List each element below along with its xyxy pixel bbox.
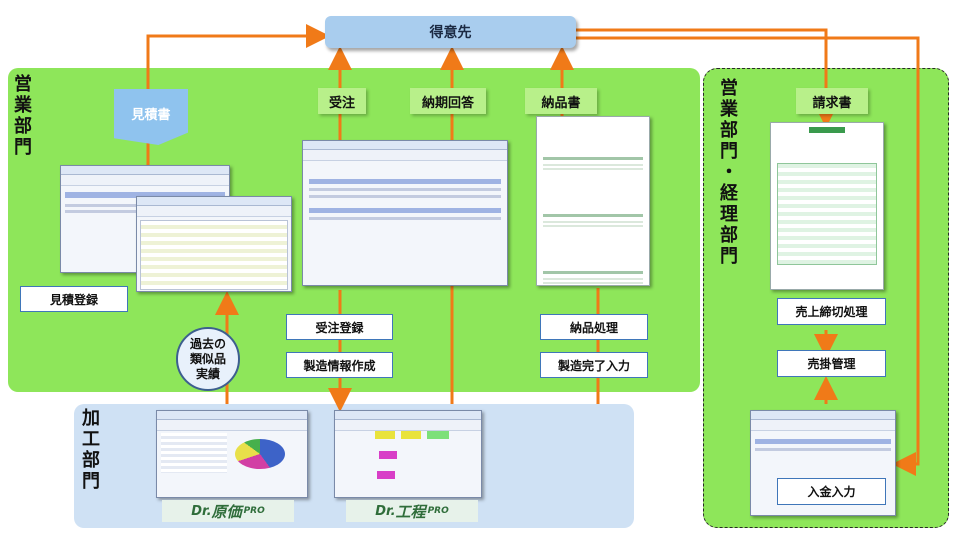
delivery-note-image <box>536 116 650 286</box>
vertical-title-char: 部 <box>82 450 100 471</box>
vertical-title-char: 経 <box>720 183 738 204</box>
order-entry-text: 受注登録 <box>315 320 364 335</box>
vertical-title-char: 門 <box>14 137 32 158</box>
receivables-box: 売掛管理 <box>777 350 886 377</box>
invoice-label-text: 請求書 <box>812 95 852 111</box>
proc-dept-title-text: 加工部門 <box>80 408 102 492</box>
vertical-title-char: 部 <box>720 225 738 246</box>
order-entry-box: 受注登録 <box>286 314 393 340</box>
mfg-complete-box: 製造完了入力 <box>540 352 648 378</box>
mfg-info-box: 製造情報作成 <box>286 352 393 378</box>
vertical-title-char: 業 <box>720 99 738 120</box>
order-entry-screen <box>302 140 508 286</box>
cost-pro-logo: Dr. 原価 PRO <box>162 500 294 522</box>
quote-document: 見積書 <box>114 89 188 145</box>
order-flow-label: 受注 <box>318 88 366 114</box>
vertical-title-char: 営 <box>720 78 738 99</box>
payment-entry-box: 入金入力 <box>777 478 886 505</box>
vertical-title-char: 業 <box>14 95 32 116</box>
past-results-circle: 過去の類似品実績 <box>176 327 240 391</box>
sales-closing-text: 売上締切処理 <box>795 305 868 319</box>
sales-dept-title: 営業部門 <box>12 74 34 158</box>
sales-acct-dept-title: 営業部門・経理部門 <box>718 78 740 267</box>
past-results-text: 過去の類似品実績 <box>189 336 226 381</box>
cost-pro-screen <box>156 410 308 498</box>
vertical-title-char: 門 <box>82 471 100 492</box>
mfg-complete-text: 製造完了入力 <box>557 358 630 373</box>
vertical-title-char: 営 <box>14 74 32 95</box>
vertical-title-char: 門 <box>720 246 738 267</box>
quote-entry-text: 見積登録 <box>49 292 98 307</box>
proc-dept-title: 加工部門 <box>80 408 102 492</box>
process-pro-logo: Dr. 工程 PRO <box>346 500 478 522</box>
delivery-processing-text: 納品処理 <box>569 320 618 335</box>
delivery-reply-label-text: 納期回答 <box>421 95 474 111</box>
sales-acct-dept-title-text: 営業部門・経理部門 <box>718 78 740 267</box>
delivery-processing-box: 納品処理 <box>540 314 648 340</box>
vertical-title-char: 理 <box>720 204 738 225</box>
vertical-title-char: ・ <box>720 162 738 183</box>
vertical-title-char: 加 <box>82 408 100 429</box>
quote-entry-screen-front <box>136 196 292 292</box>
vertical-title-char: 部 <box>14 116 32 137</box>
customer-box: 得意先 <box>325 16 576 48</box>
cost-pro-name: 原価 <box>211 502 242 521</box>
quote-document-label: 見積書 <box>131 107 171 123</box>
sales-closing-box: 売上締切処理 <box>777 298 886 325</box>
process-pro-name: 工程 <box>395 502 426 521</box>
mfg-info-text: 製造情報作成 <box>303 358 376 373</box>
vertical-title-char: 門 <box>720 141 738 162</box>
delivery-reply-label: 納期回答 <box>410 88 486 114</box>
delivery-note-label: 納品書 <box>525 88 597 114</box>
order-flow-label-text: 受注 <box>328 95 355 111</box>
receivables-text: 売掛管理 <box>807 357 856 371</box>
process-pro-suffix: PRO <box>427 506 449 516</box>
delivery-note-label-text: 納品書 <box>541 95 581 111</box>
invoice-label: 請求書 <box>796 88 868 114</box>
customer-label: 得意先 <box>429 25 472 41</box>
process-pro-prefix: Dr. <box>375 503 396 519</box>
invoice-image <box>770 122 884 290</box>
sales-dept-title-text: 営業部門 <box>12 74 34 158</box>
vertical-title-char: 工 <box>82 429 100 450</box>
cost-pro-suffix: PRO <box>243 506 265 516</box>
payment-entry-text: 入金入力 <box>807 485 856 499</box>
quote-entry-box: 見積登録 <box>20 286 128 312</box>
vertical-title-char: 部 <box>720 120 738 141</box>
cost-pro-prefix: Dr. <box>191 503 212 519</box>
process-pro-screen <box>334 410 482 498</box>
